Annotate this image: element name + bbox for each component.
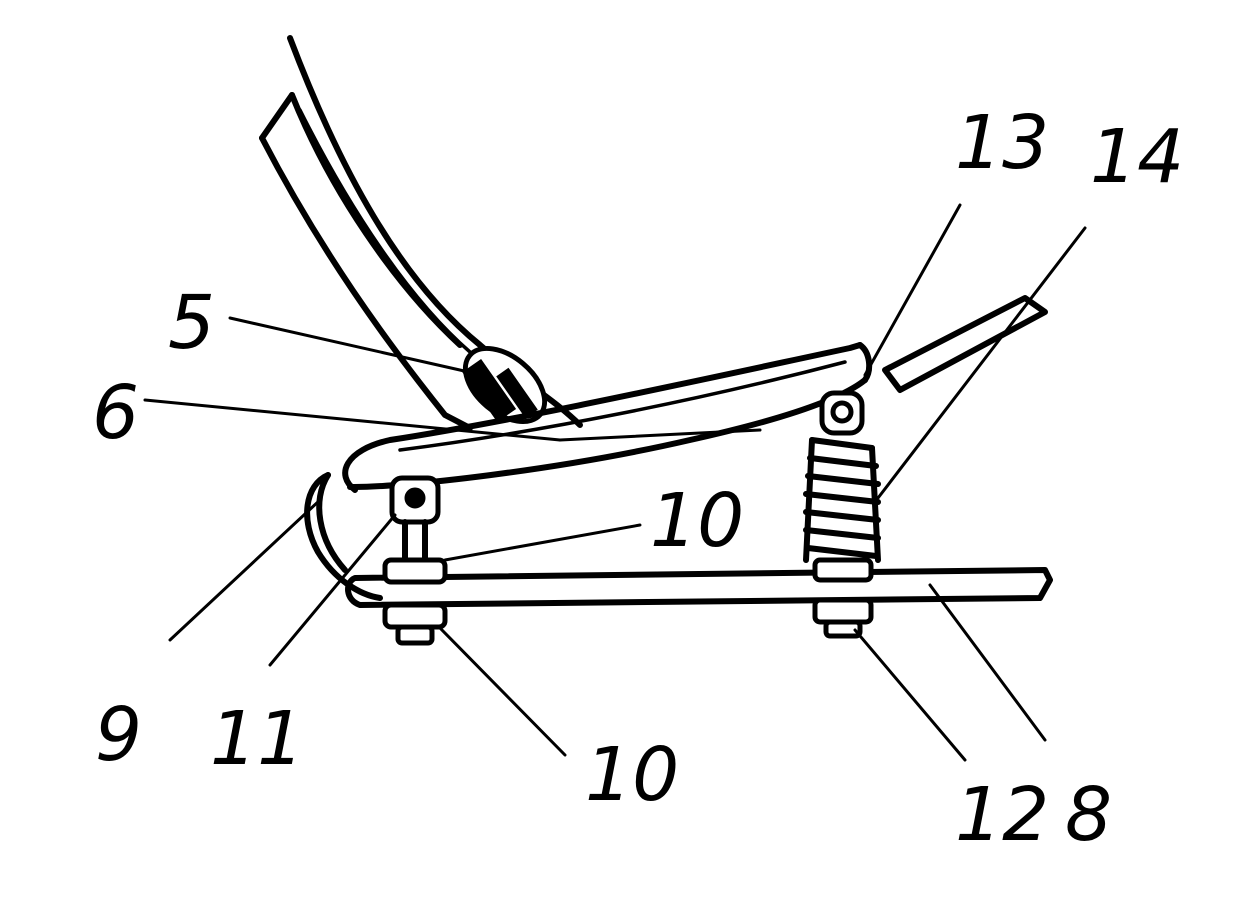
- label-13: 13: [955, 100, 1049, 186]
- label-9: 9: [95, 692, 142, 778]
- label-10-upper: 10: [650, 478, 744, 564]
- part-labels: 5 6 9 11 10 10 13 14 12 8: [92, 100, 1184, 858]
- lower-bar-8: [345, 567, 1053, 608]
- label-5: 5: [168, 280, 215, 366]
- spring-assembly: [803, 390, 881, 639]
- label-10-lower: 10: [585, 732, 679, 818]
- label-12: 12: [955, 772, 1049, 858]
- nuts-10: [382, 557, 448, 646]
- upper-right-bar-14: [882, 295, 1048, 393]
- label-8: 8: [1065, 772, 1112, 858]
- hook-9: [304, 472, 383, 601]
- label-6: 6: [92, 370, 139, 456]
- leader-lines: [143, 203, 1087, 762]
- pivot-11: [389, 475, 441, 563]
- label-14: 14: [1090, 114, 1184, 200]
- shoe-6: [342, 342, 873, 493]
- label-11: 11: [210, 696, 304, 782]
